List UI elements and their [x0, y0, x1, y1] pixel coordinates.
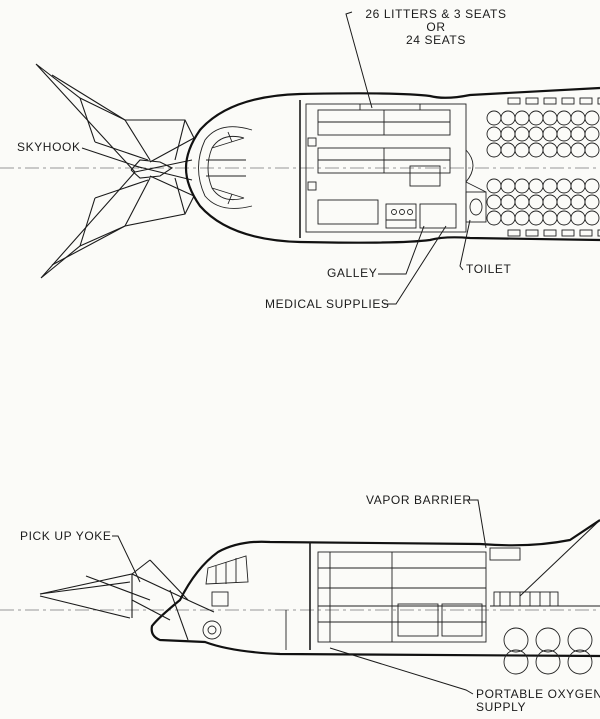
seat-circle [528, 126, 544, 142]
seat-circle [528, 110, 544, 126]
wheel [567, 649, 593, 675]
portable-oxygen-label: PORTABLE OXYGEN SUPPLY [476, 688, 600, 714]
landing-gear-wheels [503, 627, 593, 675]
seat-pad [579, 229, 593, 237]
toilet-label: TOILET [466, 262, 512, 276]
seat-circle [528, 178, 544, 194]
seat-circle [514, 194, 530, 210]
seat-pad [525, 229, 539, 237]
seat-pad [507, 97, 521, 105]
seat-circle [584, 194, 600, 210]
nose-structure [198, 126, 253, 209]
seat-circle [584, 210, 600, 226]
seat-circle [584, 126, 600, 142]
seat-circle [542, 210, 558, 226]
wheel [535, 627, 561, 653]
seat-circle [542, 110, 558, 126]
side-leaders [112, 499, 600, 695]
seat-circle [556, 142, 572, 158]
seat-circle [500, 178, 516, 194]
galley-label: GALLEY [327, 266, 378, 280]
top-leaders [81, 11, 471, 305]
seat-circle [556, 110, 572, 126]
seat-circle [500, 194, 516, 210]
litters-label-or: OR [426, 20, 446, 34]
top-hull-outline [184, 86, 600, 244]
vapor-barrier-label: VAPOR BARRIER [366, 493, 472, 507]
pick-up-yoke-frame [39, 559, 215, 641]
seat-circle [528, 194, 544, 210]
seat-circle [514, 178, 530, 194]
seat-circle [486, 210, 502, 226]
seat-pad [597, 229, 600, 237]
side-hull-outline [150, 519, 600, 658]
seat-circle [514, 126, 530, 142]
seat-pad [561, 97, 575, 105]
seat-circle [500, 142, 516, 158]
cockpit-window [202, 555, 249, 640]
seat-circle [584, 178, 600, 194]
seat-circle [486, 126, 502, 142]
skyhook-label: SKYHOOK [17, 140, 81, 154]
seat-pad [543, 97, 557, 105]
seat-circle [514, 142, 530, 158]
seat-circle [556, 194, 572, 210]
top-seat-rows [486, 97, 600, 237]
seat-pad [579, 97, 593, 105]
seat-circle [542, 126, 558, 142]
wheel [567, 627, 593, 653]
medical-supplies-label: MEDICAL SUPPLIES [265, 297, 390, 311]
portable-oxygen-line-2: SUPPLY [476, 700, 527, 714]
seat-circle [528, 210, 544, 226]
seat-circle [584, 142, 600, 158]
seat-circle [486, 194, 502, 210]
seat-circle [486, 110, 502, 126]
seat-pad [597, 97, 600, 105]
litters-label-line-2: 24 SEATS [406, 33, 466, 47]
seat-circle [486, 142, 502, 158]
seat-circle [556, 126, 572, 142]
seat-circle [514, 110, 530, 126]
seat-circle [528, 142, 544, 158]
seat-circle [570, 210, 586, 226]
seat-circle [500, 110, 516, 126]
toilet-compartment [465, 149, 487, 223]
seat-circle [584, 110, 600, 126]
seat-circle [514, 210, 530, 226]
seat-pad [525, 97, 539, 105]
litter-area [305, 103, 467, 233]
seat-circle [556, 178, 572, 194]
galley-unit [385, 203, 457, 229]
seat-circle [570, 194, 586, 210]
seat-pad [561, 229, 575, 237]
litters-label-line-1: 26 LITTERS & 3 SEATS [365, 7, 507, 21]
seat-circle [570, 178, 586, 194]
seat-circle [570, 142, 586, 158]
litters-label: 26 LITTERS & 3 SEATS OR 24 SEATS [348, 8, 524, 47]
seat-pad [543, 229, 557, 237]
side-rear-seats [490, 591, 600, 607]
seat-circle [570, 126, 586, 142]
seat-circle [500, 126, 516, 142]
seat-circle [500, 210, 516, 226]
wheel [535, 649, 561, 675]
seat-circle [542, 194, 558, 210]
seat-circle [556, 210, 572, 226]
portable-oxygen-line-1: PORTABLE OXYGEN [476, 687, 600, 701]
seat-circle [542, 178, 558, 194]
pick-up-yoke-label: PICK UP YOKE [20, 529, 112, 543]
seat-circle [570, 110, 586, 126]
side-litter-stacks [317, 547, 521, 643]
seat-circle [486, 178, 502, 194]
wheel [503, 627, 529, 653]
skyhook-frame [35, 63, 195, 279]
wheel [503, 649, 529, 675]
seat-circle [542, 142, 558, 158]
seat-pad [507, 229, 521, 237]
top-plan-view [0, 11, 600, 305]
side-profile-view [0, 499, 600, 695]
